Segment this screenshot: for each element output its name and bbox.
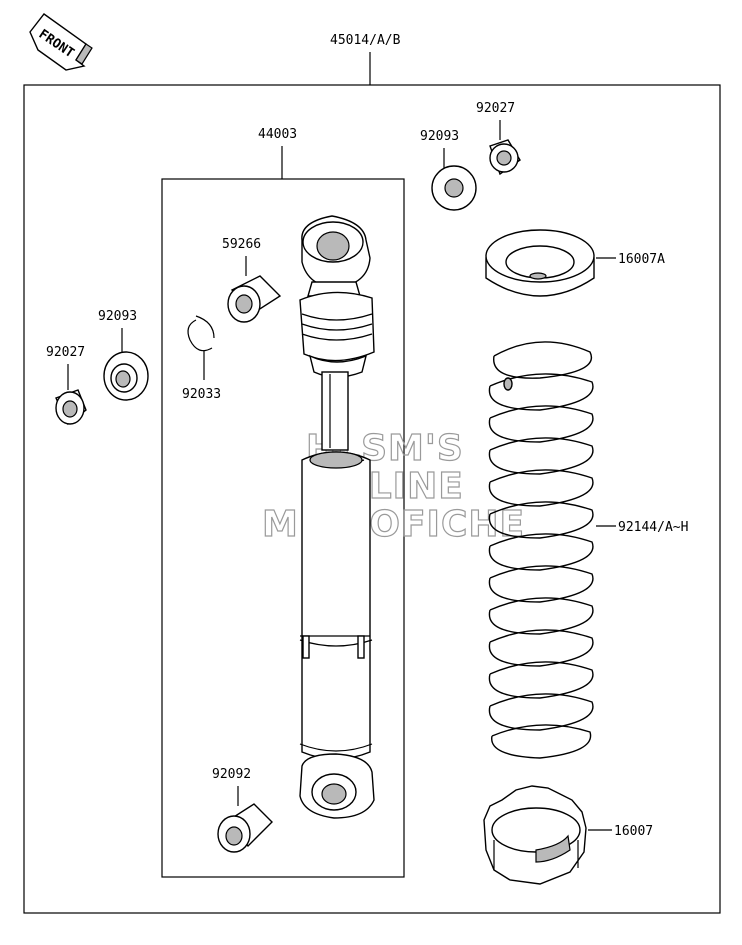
label-92092: 92092 [212, 767, 251, 782]
label-92093-right: 92093 [420, 129, 459, 144]
bushing-59266 [227, 275, 282, 323]
label-92027-right: 92027 [476, 101, 515, 116]
adjuster-nut-16007 [483, 785, 587, 885]
spring-seat-16007A [485, 229, 595, 297]
subassembly-frame [161, 178, 405, 878]
assembly-frame [23, 84, 721, 914]
assembly-part-number: 45014/A/B [330, 33, 401, 48]
shock-absorber [299, 215, 375, 819]
washer-92093-right [431, 165, 477, 211]
subassembly-part-number: 44003 [258, 127, 297, 142]
label-59266: 59266 [222, 237, 261, 252]
coil-spring-92144 [488, 341, 594, 759]
collar-92027-right [489, 139, 521, 176]
washer-92093-left [103, 351, 149, 401]
collar-92027-left [55, 389, 87, 426]
label-92093-left: 92093 [98, 309, 137, 324]
label-92144: 92144/A~H [618, 520, 688, 535]
bushing-92092 [217, 803, 273, 853]
label-92033: 92033 [182, 387, 221, 402]
label-16007: 16007 [614, 824, 653, 839]
circlip-92033 [187, 315, 215, 352]
front-arrow-icon: FRONT [29, 13, 93, 71]
label-92027-left: 92027 [46, 345, 85, 360]
label-16007A: 16007A [618, 252, 665, 267]
